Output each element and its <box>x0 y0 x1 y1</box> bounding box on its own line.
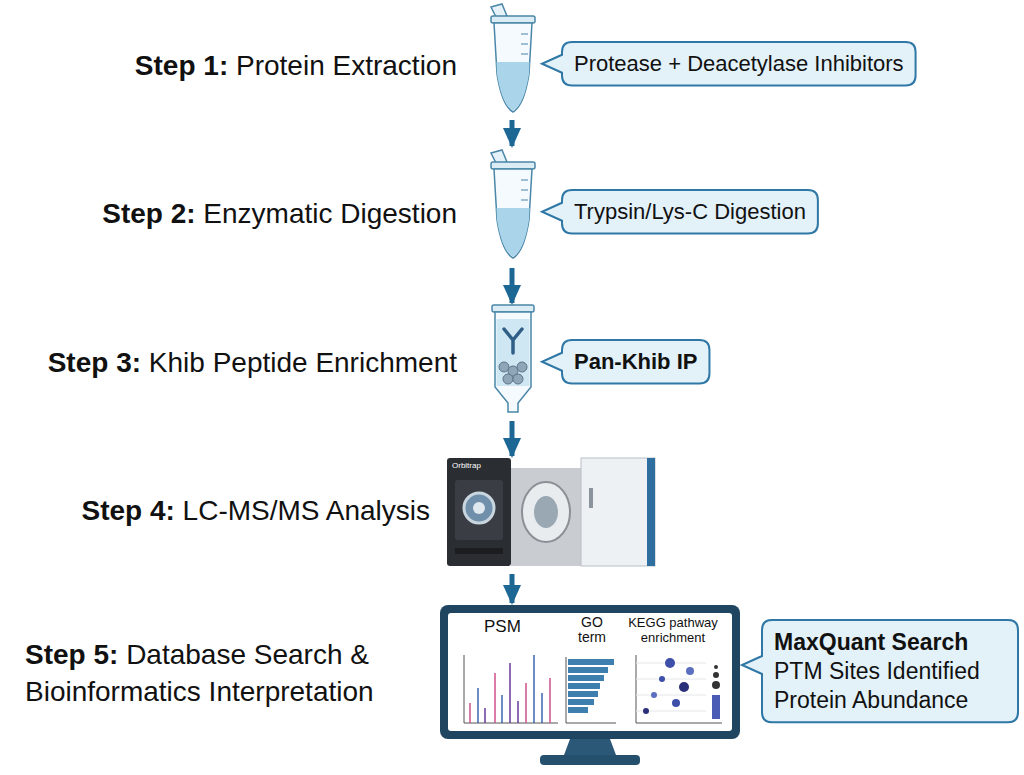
step-title: Protein Extraction <box>228 50 457 81</box>
step-label: Step 2: Enzymatic Digestion <box>102 198 457 230</box>
instrument-node: Step 4: LC-MS/MS AnalysisOrbitrap <box>447 458 655 566</box>
illustration-part <box>503 374 513 384</box>
illustration-part <box>659 676 665 682</box>
callout-text: Pan-Khib IP <box>574 348 697 376</box>
illustration-part <box>651 692 657 698</box>
callout-text: MaxQuant Search <box>774 628 1006 657</box>
illustration-part <box>455 548 503 554</box>
step-number: Step 4: <box>81 495 174 526</box>
illustration-part <box>499 362 509 372</box>
illustration-part <box>636 655 722 723</box>
illustration-part <box>492 305 534 312</box>
callout-box: MaxQuant SearchPTM Sites Identified Prot… <box>762 620 1018 722</box>
illustration-part <box>568 683 600 689</box>
callout-outline <box>542 190 818 234</box>
step-number: Step 3: <box>48 347 141 378</box>
computer-monitor-illustration <box>440 605 740 765</box>
illustration-part <box>540 755 640 765</box>
illustration-part <box>568 691 598 697</box>
step-label: Step 4: LC-MS/MS Analysis <box>81 495 430 527</box>
illustration-part <box>672 699 680 707</box>
callout-outline <box>542 340 709 384</box>
microtube-node: Step 2: Enzymatic Digestion <box>488 148 538 260</box>
chart-title: PSM <box>484 617 521 637</box>
step-label: Step 5: Database Search & Bioinformatics… <box>25 636 425 710</box>
illustration-part <box>495 312 531 412</box>
flow-arrow <box>510 268 515 303</box>
callout-outline <box>742 620 1018 722</box>
callout-text: Trypsin/Lys-C Digestion <box>574 198 806 226</box>
step-number: Step 1: <box>135 50 228 81</box>
step-label: Step 3: Khib Peptide Enrichment <box>48 347 457 379</box>
step-number: Step 5: <box>25 639 118 670</box>
callout-box: Pan-Khib IP <box>562 340 709 384</box>
illustration-part <box>513 374 523 384</box>
callout-text: Protease + Deacetylase Inhibitors <box>574 50 904 78</box>
illustration-part <box>568 699 594 705</box>
ip-column-illustration <box>492 305 534 412</box>
illustration-part <box>581 458 655 566</box>
instrument-brand: Orbitrap <box>452 461 481 470</box>
illustration-part <box>713 672 719 678</box>
microtube-illustration <box>491 150 535 258</box>
illustration-part <box>647 458 655 566</box>
illustration-part <box>485 663 518 723</box>
step-label: Step 1: Protein Extraction <box>135 50 457 82</box>
callout-outline <box>542 42 916 86</box>
illustration-part <box>517 362 527 372</box>
illustration-part <box>712 681 720 689</box>
illustration-part <box>504 329 522 353</box>
illustration-part <box>679 682 689 692</box>
illustration-part <box>643 708 649 714</box>
illustration-part <box>497 319 530 386</box>
illustration-part <box>714 665 718 669</box>
illustration-part <box>478 655 542 723</box>
chart-title: GO term <box>568 615 616 645</box>
illustration-part <box>464 493 494 523</box>
illustration-part <box>464 655 558 723</box>
illustration-part <box>534 496 558 528</box>
step-title: LC-MS/MS Analysis <box>175 495 430 526</box>
microtube-illustration <box>491 4 535 112</box>
illustration-part <box>568 659 614 665</box>
microtube-node: Step 1: Protein Extraction <box>488 0 538 112</box>
callout-box: Trypsin/Lys-C Digestion <box>562 190 818 234</box>
illustration-part <box>566 657 616 723</box>
step-title: Khib Peptide Enrichment <box>141 347 457 378</box>
illustration-part <box>447 458 511 566</box>
illustration-part <box>564 739 616 755</box>
step-number: Step 2: <box>102 198 195 229</box>
illustration-part <box>511 468 581 566</box>
illustration-part <box>568 667 608 673</box>
ip-column-node: Step 3: Khib Peptide Enrichment <box>488 305 538 413</box>
monitor-node: Step 5: Database Search & Bioinformatics… <box>440 605 740 767</box>
flow-arrow <box>510 574 515 603</box>
illustration-part <box>568 707 588 713</box>
step-title: Enzymatic Digestion <box>196 198 457 229</box>
illustration-part <box>568 675 604 681</box>
illustration-part <box>473 502 485 514</box>
flow-arrow <box>510 120 515 146</box>
illustration-part <box>522 482 570 542</box>
illustration-part <box>448 613 732 731</box>
illustration-part <box>712 695 720 719</box>
illustration-part <box>636 663 706 711</box>
illustration-part <box>455 480 503 540</box>
chart-title: KEGG pathway enrichment <box>620 615 726 645</box>
illustration-part <box>665 658 675 668</box>
callout-box: Protease + Deacetylase Inhibitors <box>562 42 916 86</box>
callout-text: PTM Sites Identified Protein Abundance <box>774 657 1006 715</box>
illustration-part <box>440 605 740 739</box>
flow-arrow <box>510 421 515 456</box>
illustration-part <box>686 667 694 675</box>
illustration-part <box>589 488 593 508</box>
mass-spectrometer-illustration <box>447 458 655 566</box>
